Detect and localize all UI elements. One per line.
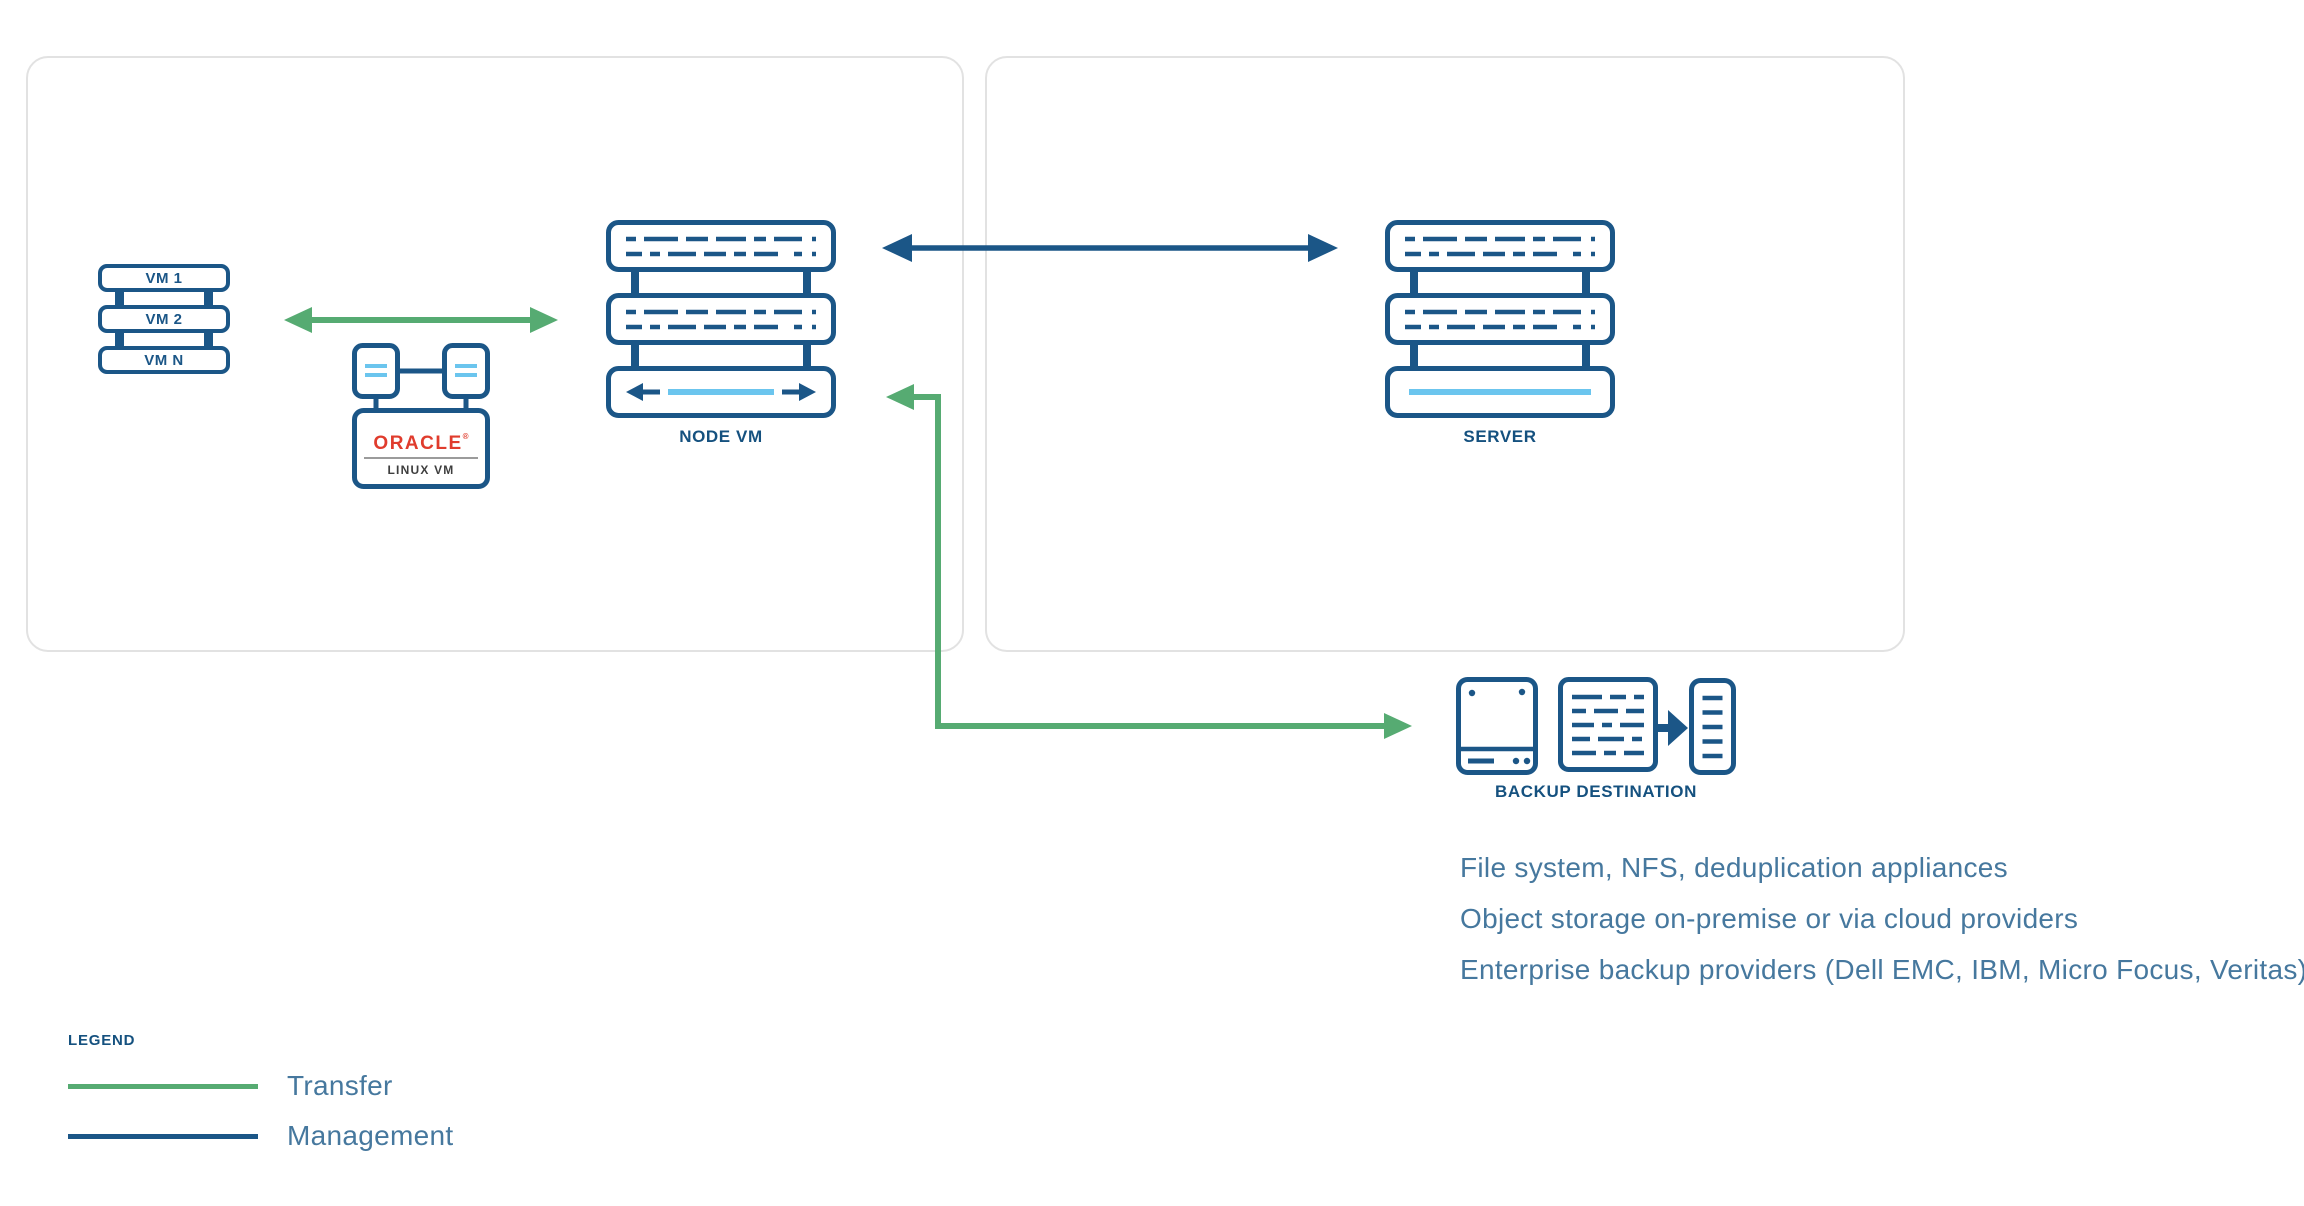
legend-title: LEGEND [68,1032,136,1049]
vm-stack-connector [115,290,124,307]
registered-mark: ® [462,432,469,441]
vm-stack-connector [204,290,213,307]
storage-disk-icon [1456,677,1538,775]
oracle-linux-vm-text: ORACLE® LINUX VM [352,343,490,489]
backup-destination-label: BACKUP DESTINATION [1495,782,1697,801]
backup-destination-description: File system, NFS, deduplication applianc… [1460,842,2304,995]
transfer-arrow-vm-node [284,307,558,333]
server-icon [1385,220,1615,418]
management-arrow-node-server [882,234,1338,262]
legend-transfer-line [68,1084,258,1089]
oracle-wordmark: ORACLE [373,433,463,454]
vm-2-box: VM 2 [98,305,230,333]
vm-2-label: VM 2 [145,310,183,328]
server-label: SERVER [1463,427,1537,446]
vm-stack-connector [204,331,213,348]
vm-n-box: VM N [98,346,230,374]
file-data-icon [1558,677,1658,772]
backup-line-2: Object storage on-premise or via cloud p… [1460,903,2079,934]
oracle-linux-vm-icon [352,343,490,489]
transfer-arrow-node-backup [886,384,1412,739]
arrow-right-icon [1656,710,1688,746]
legend-transfer-label: Transfer [287,1070,393,1101]
vm-stack-connector [115,331,124,348]
vm-1-box: VM 1 [98,264,230,292]
legend-management-line [68,1134,258,1139]
node-vm-icon [606,220,836,418]
node-vm-label: NODE VM [679,427,763,446]
vm-stack-icon: VM 1 VM 2 VM N [98,264,230,374]
archive-tape-icon [1689,678,1736,775]
linux-vm-label: LINUX VM [387,463,455,477]
management-environment-panel [985,56,1905,652]
oracle-logo: ORACLE® [373,427,468,454]
vm-n-label: VM N [144,351,184,369]
legend-management-label: Management [287,1120,454,1151]
backup-line-1: File system, NFS, deduplication applianc… [1460,852,2008,883]
backup-line-3: Enterprise backup providers (Dell EMC, I… [1460,954,2304,985]
oracle-divider [364,457,478,459]
vm-1-label: VM 1 [145,269,183,287]
